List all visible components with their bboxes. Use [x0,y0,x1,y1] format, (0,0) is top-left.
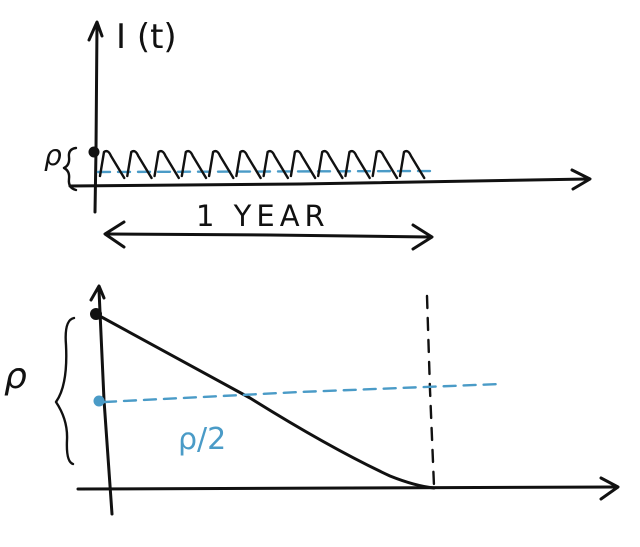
interval-arrow-left-head [103,220,126,249]
pulse-2 [126,149,153,180]
decay-line [94,312,436,490]
top-x-axis-arrowhead [570,168,592,191]
bottom-y-axis-arrowhead [89,284,106,302]
half-level-label: ρ/2 [178,422,226,457]
half-level-dot [93,395,105,407]
top-amplitude-brace [62,146,78,192]
y-axis-label: I (t) [116,17,177,57]
end-of-year-dashed-line [425,294,436,488]
bottom-start-dot [90,308,102,320]
top-amplitude-label: ρ [44,139,62,172]
pulse-7 [262,149,290,180]
interval-arrow-right-head [411,223,434,251]
top-x-axis [68,177,590,188]
top-panel: I (t) ρ 1 YEAR [44,17,592,251]
top-y-axis [93,22,99,214]
pulse-train [98,149,426,180]
half-level-dashed-line [102,382,502,404]
pulse-1 [98,149,126,180]
pulse-4 [180,149,208,180]
bottom-x-axis-arrowhead [599,476,620,501]
pulse-10 [344,149,371,180]
pulse-12 [398,149,426,180]
pulse-6 [235,149,262,180]
pulse-9 [316,149,344,180]
bottom-amplitude-brace [54,316,76,466]
pulse-3 [153,149,181,180]
pulse-11 [371,149,399,180]
bottom-amplitude-label: ρ [4,356,27,397]
bottom-panel: ρ/2 ρ [4,284,620,516]
interval-label: 1 YEAR [196,199,330,233]
top-average-dashed-line [96,169,437,174]
bottom-x-axis [76,485,618,491]
pulse-5 [207,149,235,180]
interval-arrow-shaft [104,232,432,239]
top-start-dot [88,146,100,158]
top-y-axis-arrowhead [87,20,104,42]
pulse-8 [289,149,317,180]
